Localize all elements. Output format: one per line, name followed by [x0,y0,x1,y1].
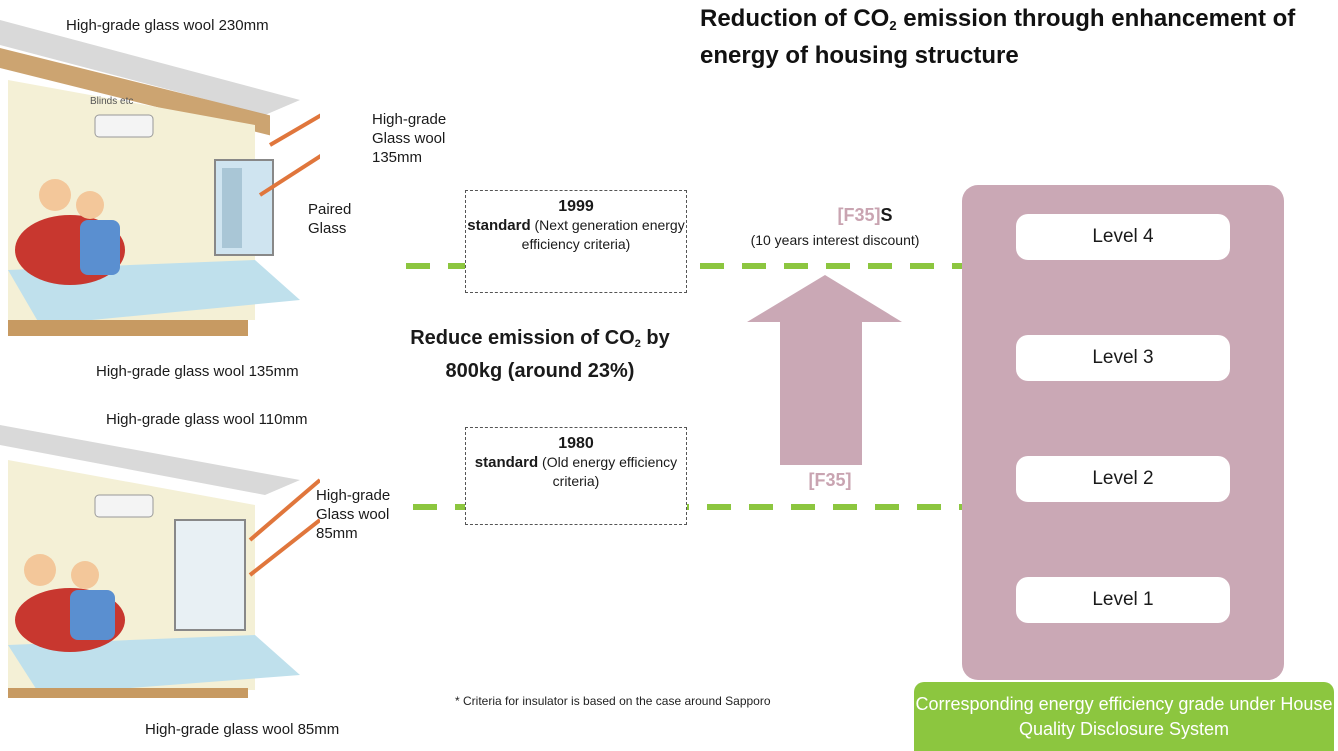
level-3-box: Level 3 [1016,335,1230,381]
paired-glass-label: Paired Glass [308,201,352,237]
level-1-box: Level 1 [1016,577,1230,623]
blinds-label: Blinds etc [90,96,134,107]
standard-1999-box: 1999 standard (Next generation energy ef… [465,190,687,293]
level-2-connector-line [413,504,962,510]
house-1980-illustration [0,425,320,698]
level-2-box: Level 2 [1016,456,1230,502]
level-4-box: Level 4 [1016,214,1230,260]
floor-insulation-1999-label: High-grade glass wool 135mm [96,363,299,380]
footnote: * Criteria for insulator is based on the… [455,694,771,708]
wall-insulation-1999-label: High-grade Glass wool 135mm [372,111,447,166]
f35s-label: [F35]S [837,205,893,225]
roof-insulation-1980-label: High-grade glass wool 110mm [102,410,312,429]
standard-1980-box: 1980 standard (Old energy efficiency cri… [465,427,687,525]
wall-insulation-1980-label: High-grade Glass wool 85mm [316,487,391,542]
improvement-up-arrow [747,275,902,465]
grade-system-caption: Corresponding energy efficiency grade un… [914,682,1334,751]
diagram-title: Reduction of CO2 emission through enhanc… [700,5,1296,69]
interest-discount-label: (10 years interest discount) [750,232,920,248]
f35-label: [F35] [808,470,852,490]
floor-insulation-1980-label: High-grade glass wool 85mm [145,721,340,738]
house-1999-illustration [0,20,320,336]
roof-insulation-1999-label: High-grade glass wool 230mm [62,16,273,35]
emission-reduction-text: Reduce emission of CO2 by 800kg (around … [410,327,670,382]
